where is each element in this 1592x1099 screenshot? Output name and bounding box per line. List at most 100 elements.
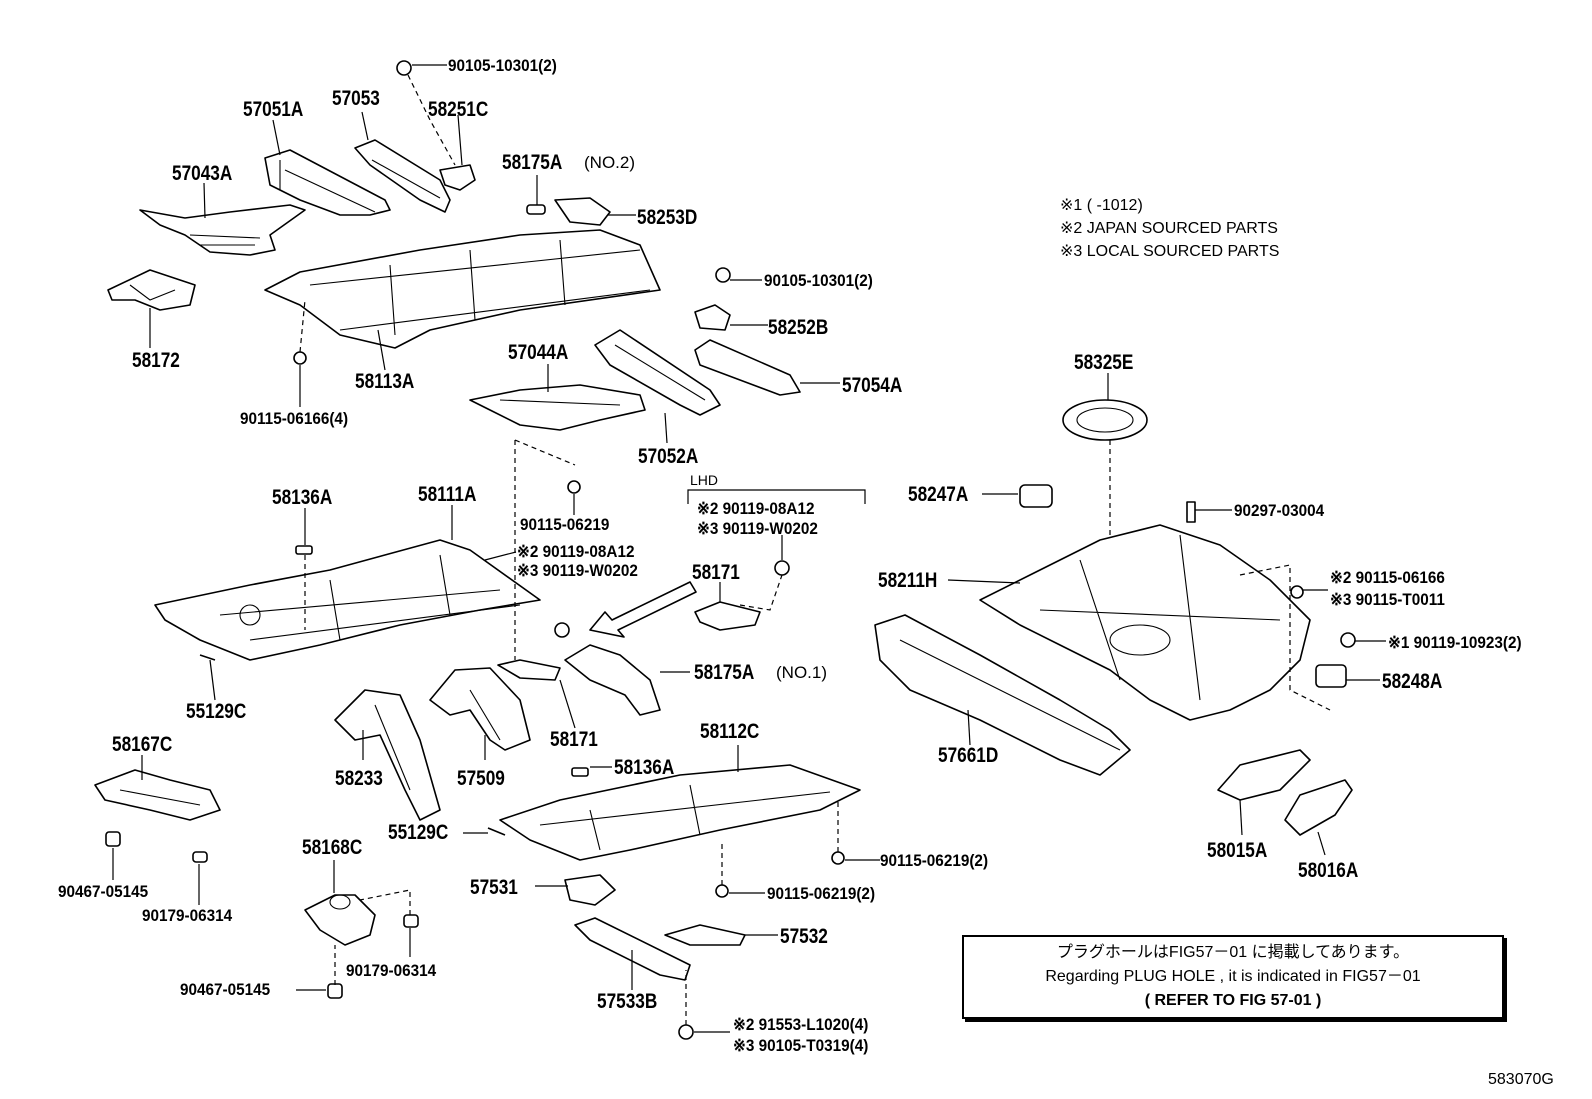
label-90115-06219[interactable]: 90115-06219 bbox=[520, 515, 610, 534]
part-57531[interactable] bbox=[564, 874, 616, 906]
label-58171-b[interactable]: 58171 bbox=[550, 728, 598, 751]
label-90297-03004[interactable]: 90297-03004 bbox=[1234, 501, 1325, 520]
label-90119-10923[interactable]: ※1 90119-10923(2) bbox=[1388, 633, 1522, 652]
bolt-90105-mid[interactable] bbox=[715, 267, 731, 283]
nut-90467-a[interactable] bbox=[105, 831, 121, 847]
part-58171-b[interactable] bbox=[497, 659, 561, 681]
part-58251C[interactable] bbox=[439, 164, 476, 191]
label-58325E[interactable]: 58325E bbox=[1074, 351, 1134, 374]
part-55129C-bot[interactable] bbox=[487, 827, 506, 836]
label-57054A[interactable]: 57054A bbox=[842, 374, 903, 397]
part-58168C[interactable] bbox=[304, 894, 376, 946]
label-90467-05145-b[interactable]: 90467-05145 bbox=[180, 980, 271, 999]
part-58016A[interactable] bbox=[1284, 779, 1353, 836]
part-58015A[interactable] bbox=[1217, 749, 1311, 801]
label-58112C[interactable]: 58112C bbox=[700, 720, 760, 743]
label-90115-06219-c[interactable]: 90115-06219(2) bbox=[767, 884, 876, 903]
label-58171-a[interactable]: 58171 bbox=[692, 561, 740, 584]
part-58136A-top[interactable] bbox=[295, 545, 313, 555]
part-58112C[interactable] bbox=[499, 764, 861, 861]
nut-90179-a[interactable] bbox=[192, 851, 208, 863]
label-58136A-bot[interactable]: 58136A bbox=[614, 756, 675, 779]
label-90105-T0319[interactable]: ※3 90105-T0319(4) bbox=[733, 1036, 869, 1055]
part-57053[interactable] bbox=[354, 139, 451, 213]
label-57043A[interactable]: 57043A bbox=[172, 162, 233, 185]
part-57043A[interactable] bbox=[139, 204, 306, 256]
label-58253D[interactable]: 58253D bbox=[637, 206, 698, 229]
label-55129C-bot[interactable]: 55129C bbox=[388, 821, 449, 844]
label-58015A[interactable]: 58015A bbox=[1207, 839, 1268, 862]
part-57052A[interactable] bbox=[594, 329, 721, 416]
label-55129C-top[interactable]: 55129C bbox=[186, 700, 247, 723]
label-90115-06166[interactable]: 90115-06166(4) bbox=[240, 409, 349, 428]
label-58016A[interactable]: 58016A bbox=[1298, 859, 1359, 882]
label-58211H[interactable]: 58211H bbox=[878, 569, 938, 592]
part-57533B[interactable] bbox=[574, 917, 691, 981]
label-57509[interactable]: 57509 bbox=[457, 767, 505, 790]
bolt-90119-mid[interactable] bbox=[554, 622, 570, 638]
label-90179-06314-b[interactable]: 90179-06314 bbox=[346, 961, 437, 980]
label-mid-90119-08A12[interactable]: ※2 90119-08A12 bbox=[517, 542, 635, 561]
label-58233[interactable]: 58233 bbox=[335, 767, 383, 790]
label-58252B[interactable]: 58252B bbox=[768, 316, 829, 339]
label-90179-06314-a[interactable]: 90179-06314 bbox=[142, 906, 233, 925]
part-58175A-no2[interactable] bbox=[526, 204, 546, 215]
bolt-90115-06219-c[interactable] bbox=[715, 884, 729, 898]
label-91553-L1020[interactable]: ※2 91553-L1020(4) bbox=[733, 1015, 869, 1034]
label-58168C[interactable]: 58168C bbox=[302, 836, 363, 859]
bolt-90119-10923[interactable] bbox=[1340, 632, 1356, 648]
label-lhd-90119-W0202[interactable]: ※3 90119-W0202 bbox=[697, 519, 818, 538]
label-58175A-no1[interactable]: 58175A bbox=[694, 661, 755, 684]
bolt-91553[interactable] bbox=[678, 1024, 694, 1040]
label-57661D[interactable]: 57661D bbox=[938, 744, 999, 767]
label-90105-10301-mid[interactable]: 90105-10301(2) bbox=[764, 271, 873, 290]
part-58233[interactable] bbox=[334, 689, 441, 821]
part-58248A[interactable] bbox=[1315, 664, 1347, 688]
part-58167C[interactable] bbox=[94, 769, 221, 821]
label-90105-10301-top[interactable]: 90105-10301(2) bbox=[448, 56, 557, 75]
bolt-90105-top[interactable] bbox=[396, 60, 412, 76]
part-55129C-top[interactable] bbox=[199, 654, 216, 661]
bolt-90115-06219-b[interactable] bbox=[831, 851, 845, 865]
label-57051A[interactable]: 57051A bbox=[243, 98, 304, 121]
part-58136A-bot[interactable] bbox=[571, 767, 589, 777]
part-57051A[interactable] bbox=[264, 149, 391, 216]
label-mid-90119-W0202[interactable]: ※3 90119-W0202 bbox=[517, 561, 638, 580]
part-58252B[interactable] bbox=[694, 304, 731, 331]
part-58175A-no1[interactable] bbox=[564, 644, 661, 716]
part-58325E[interactable] bbox=[1062, 399, 1148, 441]
part-58211H[interactable] bbox=[979, 524, 1311, 721]
label-58175A-no2[interactable]: 58175A bbox=[502, 151, 563, 174]
label-58251C[interactable]: 58251C bbox=[428, 98, 489, 121]
label-90467-05145-a[interactable]: 90467-05145 bbox=[58, 882, 149, 901]
part-58113A[interactable] bbox=[264, 229, 661, 349]
part-57661D[interactable] bbox=[874, 614, 1131, 776]
label-57052A[interactable]: 57052A bbox=[638, 445, 699, 468]
nut-90467-b[interactable] bbox=[327, 983, 343, 999]
label-57532[interactable]: 57532 bbox=[780, 925, 828, 948]
part-57044A[interactable] bbox=[469, 384, 646, 431]
label-58111A[interactable]: 58111A bbox=[418, 483, 477, 506]
label-58247A[interactable]: 58247A bbox=[908, 483, 969, 506]
label-57533B[interactable]: 57533B bbox=[597, 990, 658, 1013]
part-57054A[interactable] bbox=[694, 339, 801, 396]
label-57044A[interactable]: 57044A bbox=[508, 341, 569, 364]
bolt-90297[interactable] bbox=[1186, 501, 1196, 523]
bolt-90115-right[interactable] bbox=[1290, 585, 1304, 599]
part-58247A[interactable] bbox=[1019, 484, 1053, 508]
part-58172[interactable] bbox=[107, 269, 196, 311]
bolt-90119-lhd[interactable] bbox=[774, 560, 790, 576]
label-57531[interactable]: 57531 bbox=[470, 876, 518, 899]
part-57509[interactable] bbox=[429, 667, 531, 751]
bolt-90115-06166[interactable] bbox=[293, 351, 307, 365]
part-58111A[interactable] bbox=[154, 539, 541, 661]
part-57532[interactable] bbox=[664, 924, 746, 946]
label-right-90115-T0011[interactable]: ※3 90115-T0011 bbox=[1330, 590, 1445, 609]
label-58248A[interactable]: 58248A bbox=[1382, 670, 1443, 693]
label-58136A-top[interactable]: 58136A bbox=[272, 486, 333, 509]
label-58167C[interactable]: 58167C bbox=[112, 733, 173, 756]
label-58172[interactable]: 58172 bbox=[132, 349, 180, 372]
label-57053[interactable]: 57053 bbox=[332, 87, 380, 110]
label-right-90115-06166[interactable]: ※2 90115-06166 bbox=[1330, 568, 1445, 587]
label-lhd-90119-08A12[interactable]: ※2 90119-08A12 bbox=[697, 499, 815, 518]
